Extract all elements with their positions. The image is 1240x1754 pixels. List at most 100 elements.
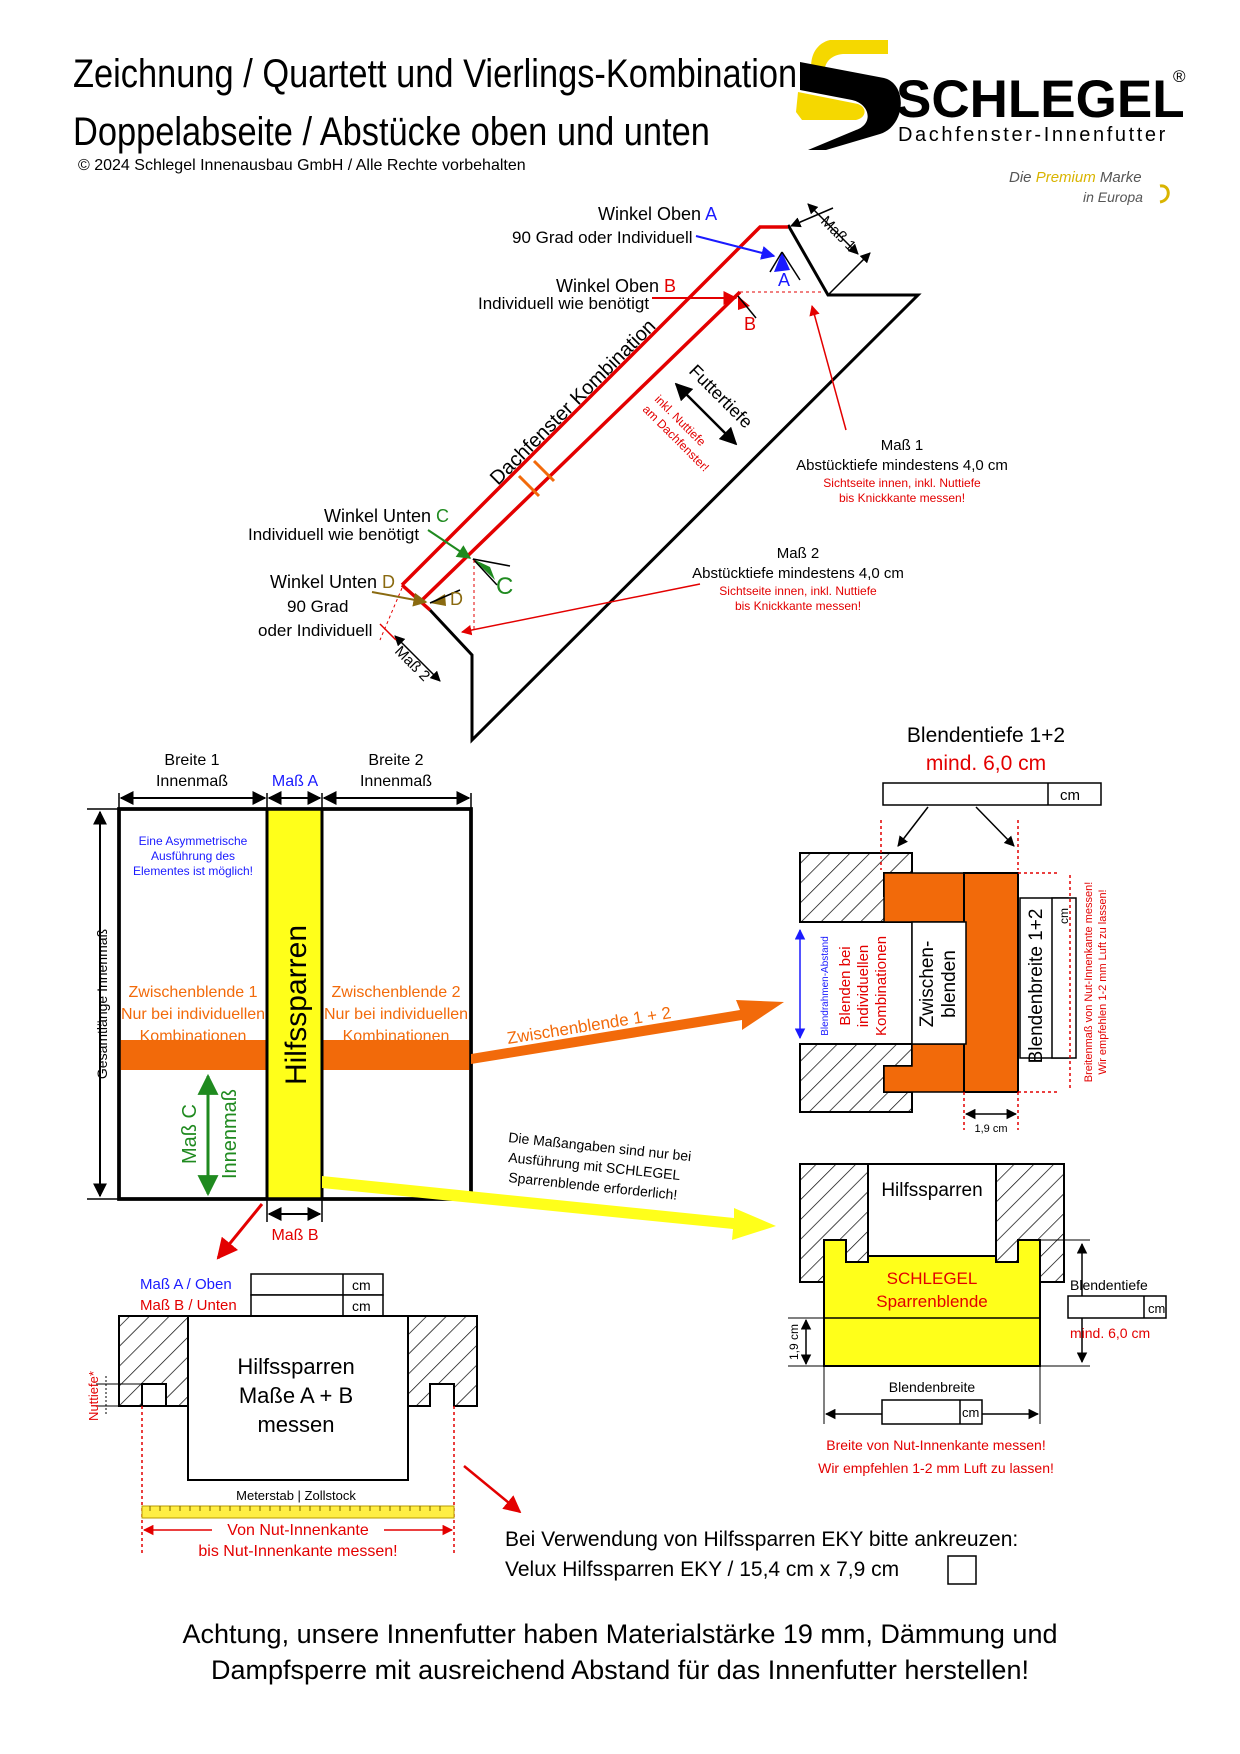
- measure-hatched-left: [118, 1315, 189, 1407]
- blende-detail: Blendentiefe 1+2 mind. 6,0 cm cm 1,9 cm …: [794, 724, 1109, 1135]
- sparren-detail: Hilfssparren SCHLEGEL Sparrenblende Blen…: [787, 1163, 1167, 1476]
- front-view: Breite 1 Innenmaß Maß A Breite 2 Innenma…: [87, 752, 473, 1260]
- zw2-line-1: Zwischenblende 2: [332, 984, 461, 1001]
- sparren-blendenbreite-input-box[interactable]: [881, 1399, 983, 1425]
- sparren-note-red-1: Breite von Nut-Innenkante messen!: [826, 1437, 1045, 1453]
- meterstab-label: Meterstab | Zollstock: [236, 1488, 356, 1503]
- asym-line-2: Ausführung des: [151, 849, 235, 863]
- sparren-white-center: [867, 1163, 997, 1257]
- blendentiefe-min: mind. 6,0 cm: [926, 752, 1046, 775]
- sparren-blendentiefe: Blendentiefe: [1070, 1277, 1148, 1293]
- measure-detail: Maß A / Oben cm Maß B / Unten cm Hilfssp…: [86, 1273, 522, 1560]
- breiten-note-1: Breitenmaß von Nut-Innenkante messen!: [1083, 882, 1095, 1083]
- schlegel-logo: SCHLEGEL ® Dachfenster-Innenfutter Die P…: [796, 40, 1186, 205]
- sparren-blendentiefe-input-box[interactable]: [1067, 1295, 1167, 1319]
- hilfssparren-label: Hilfssparren: [280, 925, 313, 1085]
- mass-1-note-1: Sichtseite innen, inkl. Nuttiefe: [823, 476, 981, 490]
- breite-2-line-2: Innenmaß: [360, 773, 432, 790]
- hilfssparren-bar: [265, 807, 324, 1201]
- winkel-unten-d-label: Winkel Unten D: [270, 572, 395, 592]
- asym-line-1: Eine Asymmetrische: [139, 834, 248, 848]
- eky-line-1: Bei Verwendung von Hilfssparren EKY bitt…: [505, 1528, 1018, 1551]
- orange-band-left: [119, 1040, 267, 1070]
- mass-c-label: Maß C: [179, 1104, 201, 1164]
- brand-name: SCHLEGEL: [896, 70, 1185, 129]
- sparren-blende-2: Sparrenblende: [876, 1292, 988, 1311]
- orange-band-right: [322, 1040, 471, 1070]
- yellow-arrow: [322, 1176, 776, 1240]
- nuttiefe-label: Nuttiefe*: [86, 1371, 101, 1421]
- title-line-2: Doppelabseite / Abstücke oben und unten: [73, 110, 710, 154]
- measure-hilfssparren-1: Hilfssparren: [237, 1354, 354, 1379]
- sparren-blende-1: SCHLEGEL: [887, 1269, 978, 1288]
- orange-blende-vertical: [963, 872, 1019, 1093]
- sparren-hilfssparren: Hilfssparren: [881, 1180, 982, 1201]
- blendentiefe-title: Blendentiefe 1+2: [907, 724, 1065, 747]
- gesamtlaenge-label: Gesamtlänge Innenmaß: [94, 929, 110, 1079]
- blenden-ind-1: Blenden bei: [837, 946, 854, 1025]
- ruler-ticks: [149, 1506, 441, 1511]
- mass-1-title: Maß 1: [881, 437, 924, 454]
- angle-d-letter: D: [450, 589, 463, 609]
- winkel-unten-d-desc-2: oder Individuell: [258, 621, 372, 640]
- winkel-unten-c-label: Winkel Unten C: [324, 506, 449, 526]
- mass-1-tag: Maß 1: [817, 213, 859, 255]
- kombination-mid-1: [517, 474, 541, 498]
- futtertiefe-label: Futtertiefe: [685, 361, 756, 432]
- winkel-oben-a-label: Winkel Oben A: [598, 204, 717, 224]
- asym-line-3: Elementes ist möglich!: [133, 864, 253, 878]
- zwischenblenden-box: [911, 921, 967, 1045]
- copyright: © 2024 Schlegel Innenausbau GmbH / Alle …: [78, 157, 526, 174]
- dachfenster-label: Dachfenster Kombination: [486, 315, 660, 489]
- logo-yellow-band: [796, 92, 865, 120]
- tagline-2: Premium: [1036, 169, 1096, 186]
- sparren-note-red-2: Wir empfehlen 1-2 mm Luft zu lassen!: [818, 1460, 1054, 1476]
- notice-line-1: Achtung, unsere Innenfutter haben Materi…: [182, 1619, 1058, 1649]
- roof-section-diagram: A B C D Maß 1 Maß 2 Futtertiefe inkl. Nu…: [248, 203, 1008, 744]
- winkel-oben-b-label: Winkel Oben B: [556, 276, 676, 296]
- breite-1-line-1: Breite 1: [164, 752, 219, 769]
- blendentiefe-input-box[interactable]: [882, 782, 1102, 806]
- tagline-4: in Europa: [1083, 189, 1143, 205]
- eky-line-2: Velux Hilfssparren EKY / 15,4 cm x 7,9 c…: [505, 1558, 899, 1581]
- sparren-thickness: 1,9 cm: [787, 1324, 801, 1360]
- mass-1-note-2: bis Knickkante messen!: [839, 491, 965, 505]
- angle-c-letter: C: [496, 573, 513, 600]
- blende-thickness: 1,9 cm: [974, 1123, 1007, 1135]
- meterstab-ruler: [141, 1505, 455, 1519]
- blendenbreite-unit: cm: [1057, 908, 1071, 924]
- von-nut-2: bis Nut-Innenkante messen!: [198, 1543, 397, 1560]
- angle-a-letter: A: [778, 270, 790, 290]
- mass-a-label: Maß A: [272, 773, 319, 790]
- kombination-mid-2: [532, 459, 556, 483]
- orange-arrow: [471, 1000, 784, 1064]
- winkel-unten-d-desc-1: 90 Grad: [287, 597, 348, 616]
- blendenbreite-input-box[interactable]: [1051, 897, 1077, 1059]
- mass-2-title: Maß 2: [777, 545, 820, 562]
- mass-a-oben-label: Maß A / Oben: [140, 1276, 232, 1293]
- von-nut-1: Von Nut-Innenkante: [227, 1522, 369, 1539]
- mass-2-note-2: bis Knickkante messen!: [735, 599, 861, 613]
- mass-b-label: Maß B: [271, 1227, 318, 1244]
- zw2-line-2: Nur bei individuellen: [324, 1006, 468, 1023]
- breiten-note-2: Wir empfehlen 1-2 mm Luft zu lassen!: [1097, 889, 1109, 1074]
- angle-a-marker: [774, 252, 790, 272]
- blendrahmen-label: Blendrahmen-Abstand: [820, 936, 831, 1036]
- svg-text:Die Premium Marke: Die Premium Marke: [1009, 169, 1142, 186]
- mass-2-tag: Maß 2: [391, 643, 433, 685]
- notice: Achtung, unsere Innenfutter haben Materi…: [0, 1616, 1240, 1688]
- eky-checkbox[interactable]: [947, 1555, 977, 1585]
- measure-hatched-right: [407, 1315, 478, 1407]
- blenden-ind-2: individuellen: [855, 945, 872, 1028]
- winkel-unten-c-desc: Individuell wie benötigt: [248, 525, 419, 544]
- sparren-min: mind. 6,0 cm: [1070, 1325, 1150, 1341]
- mass-1-desc: Abstücktiefe mindestens 4,0 cm: [796, 457, 1008, 474]
- sparren-blendenbreite-unit: cm: [962, 1405, 979, 1420]
- mass-2-note-1: Sichtseite innen, inkl. Nuttiefe: [719, 584, 877, 598]
- zwischen-1: Zwischen-: [917, 941, 938, 1028]
- blenden-ind-3: Kombinationen: [873, 936, 890, 1036]
- tagline-1: Die: [1009, 169, 1032, 186]
- mass-b-unten-unit: cm: [352, 1298, 371, 1314]
- sparren-blendenbreite: Blendenbreite: [889, 1379, 976, 1395]
